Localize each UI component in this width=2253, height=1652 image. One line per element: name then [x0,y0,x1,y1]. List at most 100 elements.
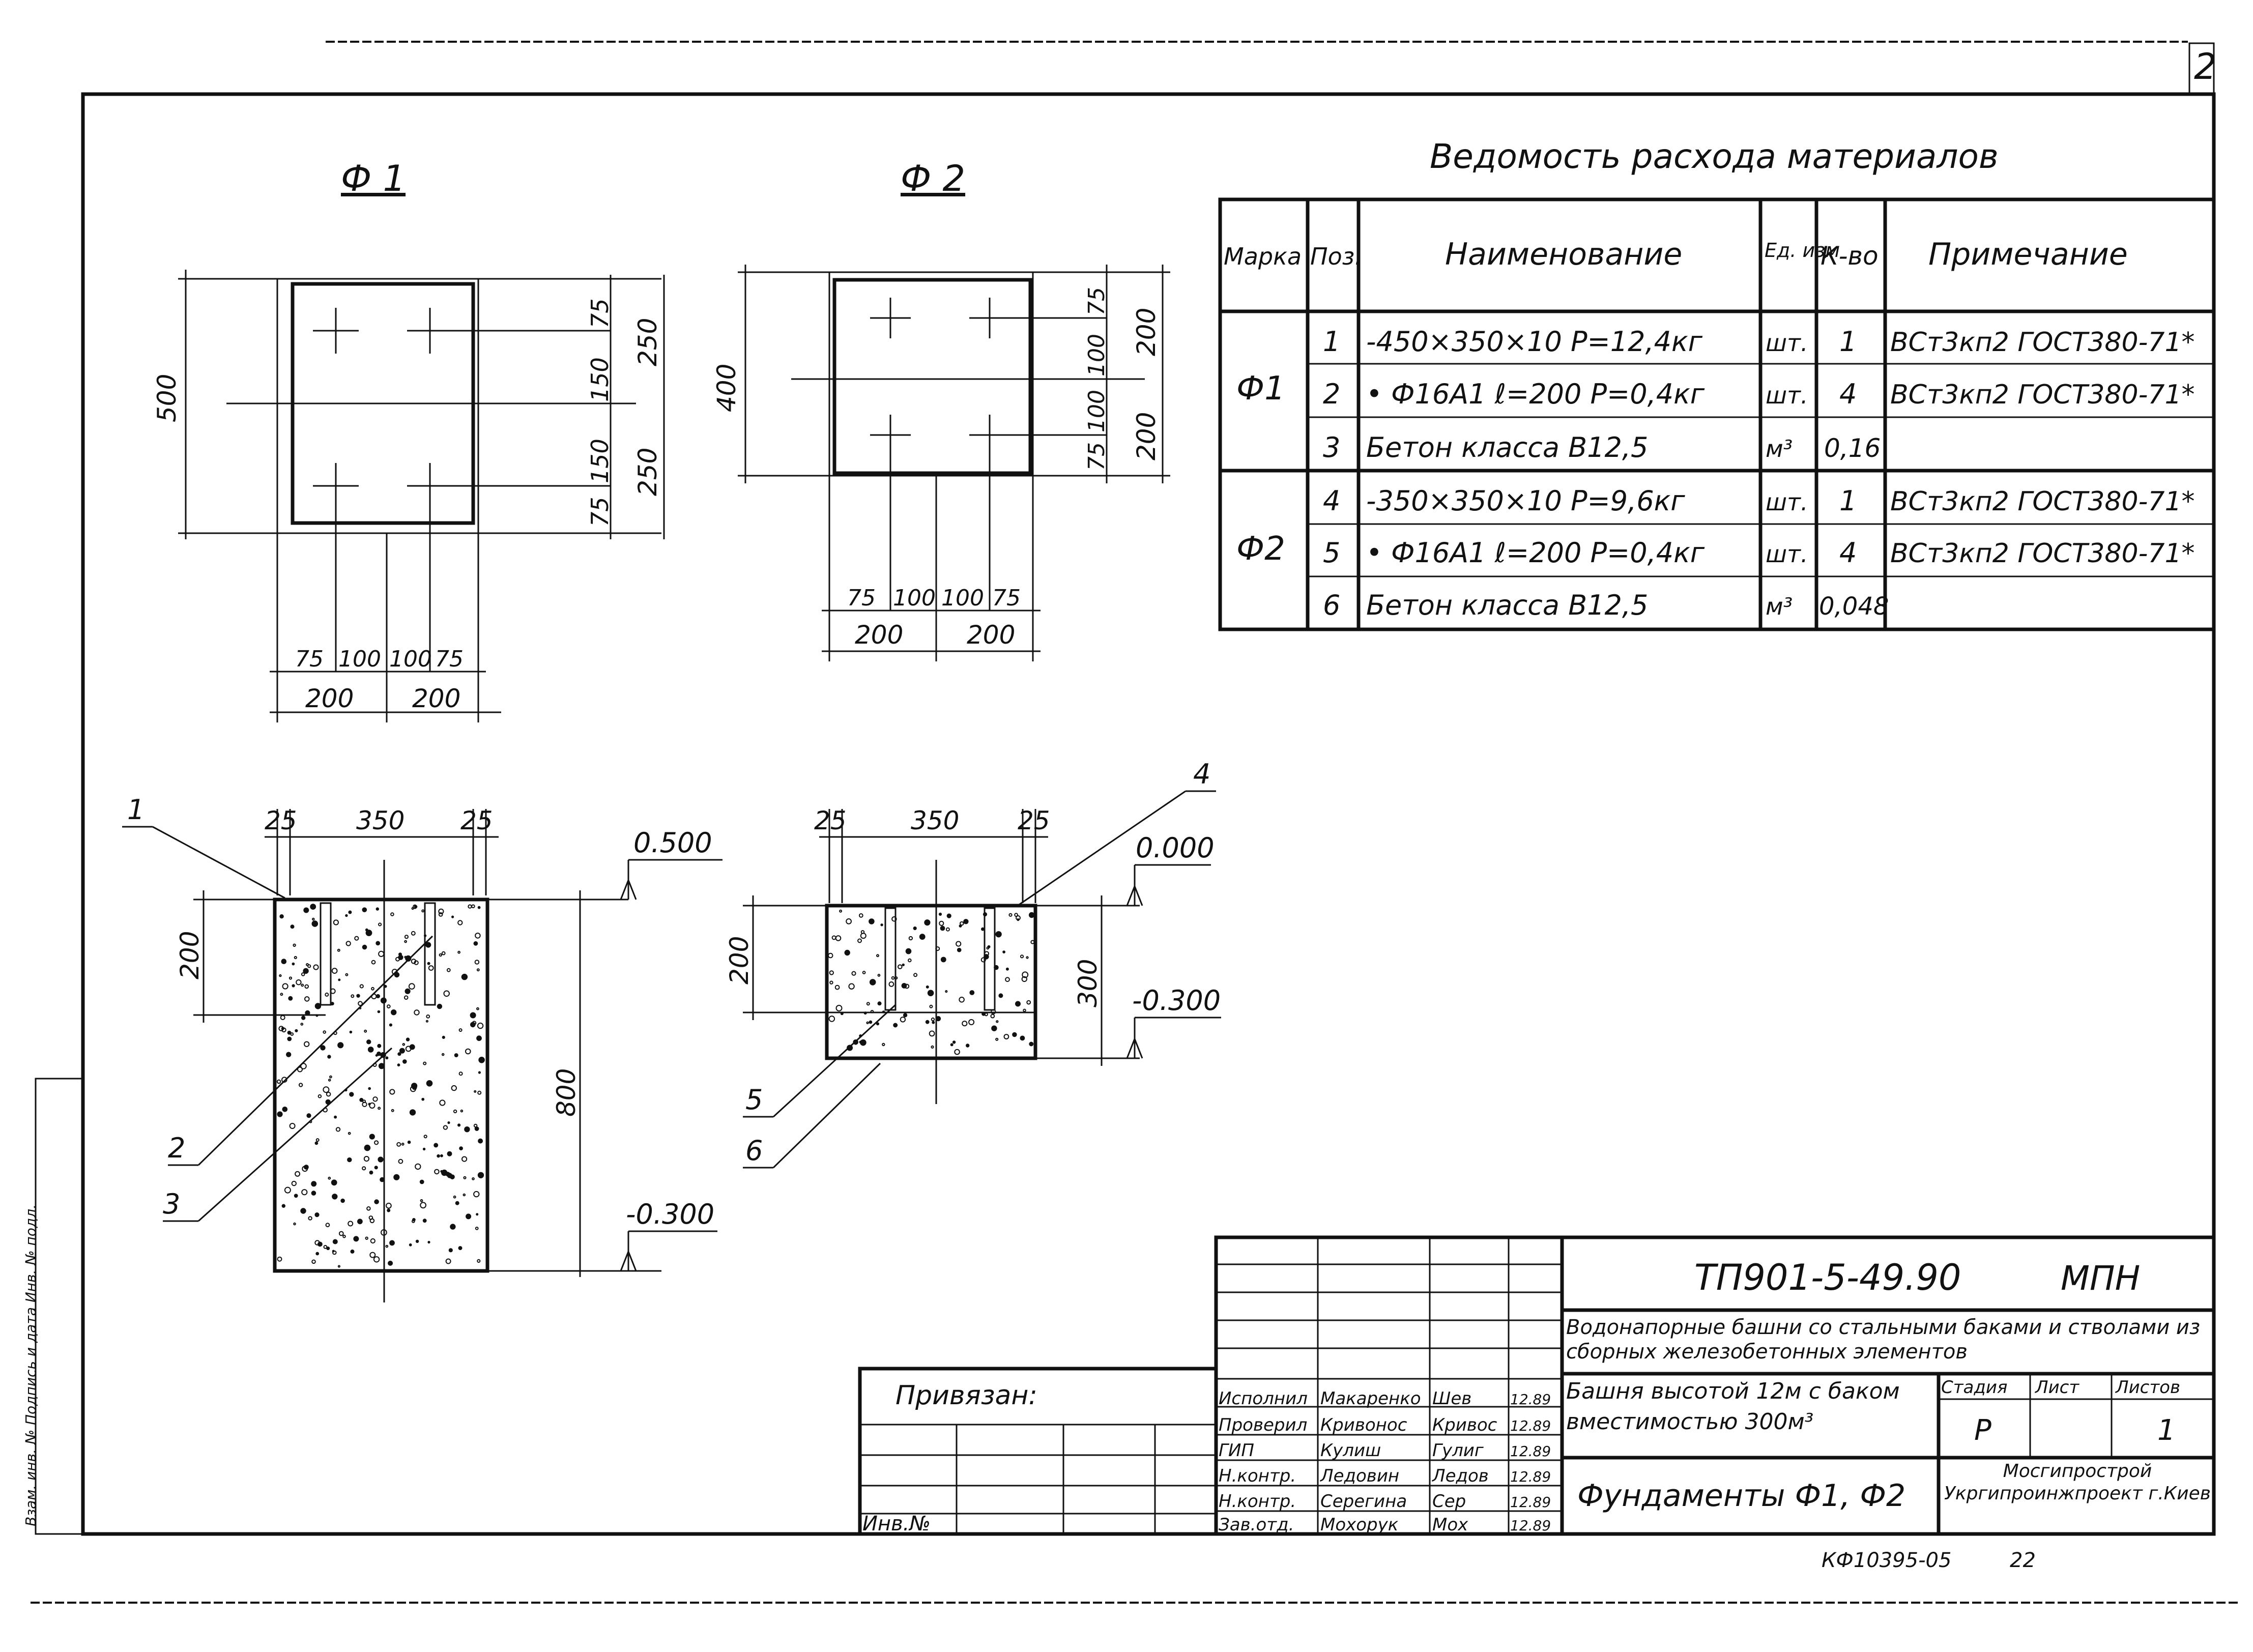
concrete-speckle [945,927,950,932]
concrete-hatching [276,904,1035,1268]
concrete-speckle [314,1240,320,1245]
concrete-speckle [281,1077,287,1083]
concrete-speckle [314,1141,319,1145]
svg-text:шт.: шт. [1766,540,1808,568]
concrete-speckle [860,933,866,939]
concrete-speckle [293,943,296,947]
concrete-speckle [325,992,329,997]
concrete-speckle [367,1047,374,1053]
concrete-speckle [846,918,852,924]
concrete-speckle [323,1086,330,1093]
concrete-speckle [1005,967,1009,971]
concrete-speckle [411,959,417,964]
svg-text:12.89: 12.89 [1510,1417,1551,1434]
table-row: 1 -450×350×10 P=12,4кг шт. 1 ВСт3кп2 ГОС… [1323,326,2195,358]
concrete-speckle [301,983,304,987]
concrete-speckle [421,1097,425,1101]
concrete-speckle [963,919,969,924]
concrete-speckle [411,931,416,936]
concrete-speckle [330,988,336,994]
plan-f1-title: Ф 1 [341,158,406,199]
svg-text:м³: м³ [1766,435,1793,462]
concrete-speckle [312,917,315,921]
svg-text:ВСт3кп2 ГОСТ380-71*: ВСт3кп2 ГОСТ380-71* [1890,538,2195,569]
concrete-speckle [919,934,926,940]
concrete-speckle [313,964,319,970]
concrete-speckle [427,1240,430,1244]
f1-dim-250a: 250 [633,318,662,366]
concrete-speckle [373,1256,380,1263]
concrete-speckle [314,1003,322,1009]
sheet-number: 2 [2194,46,2217,88]
f1-dim-b75b: 75 [435,646,464,672]
f1-dim-250b: 250 [633,448,662,496]
svg-text:25: 25 [265,806,297,835]
concrete-speckle [371,987,374,991]
concrete-speckle [323,1245,328,1249]
concrete-speckle [370,1238,376,1244]
svg-text:Шев: Шев [1432,1388,1471,1409]
concrete-speckle [358,1001,363,1006]
table-row: 5 • Ф16А1 ℓ=200 P=0,4кг шт. 4 ВСт3кп2 ГО… [1323,537,2195,569]
concrete-speckle [279,914,284,919]
concrete-speckle [348,910,352,914]
concrete-speckle [399,1048,405,1054]
concrete-speckle [866,1002,870,1006]
concrete-speckle [296,979,302,986]
sheets-label: Листов [2115,1377,2180,1398]
table-row: 6 Бетон класса В12,5 м³ 0,048 [1323,589,1889,621]
f2-dim-200a: 200 [1132,308,1161,356]
concrete-speckle [349,1030,353,1034]
concrete-speckle [893,1023,898,1028]
concrete-speckle [369,1170,373,1175]
concrete-speckle [477,1090,482,1095]
concrete-speckle [447,1151,452,1156]
concrete-speckle [376,994,381,999]
table-row: 4 -350×350×10 P=9,6кг шт. 1 ВСт3кп2 ГОСТ… [1323,485,2195,517]
f2-dim-75a: 75 [1084,287,1110,315]
svg-text:12.89: 12.89 [1510,1494,1551,1511]
svg-text:Проверил: Проверил [1219,1415,1307,1435]
concrete-speckle [386,1004,391,1008]
concrete-speckle [376,941,381,946]
plan-f1: Ф 1 500 75 150 150 75 250 250 75 [152,158,665,722]
svg-text:-0.300: -0.300 [1132,984,1221,1017]
concrete-speckle [995,1037,999,1041]
concrete-speckle [458,1028,463,1032]
concrete-speckle [351,994,355,998]
svg-text:ВСт3кп2 ГОСТ380-71*: ВСт3кп2 ГОСТ380-71* [1890,327,2195,358]
concrete-speckle [378,1156,384,1163]
concrete-speckle [935,946,940,951]
concrete-speckle [377,1051,381,1056]
concrete-speckle [461,973,468,980]
concrete-speckle [869,918,875,924]
concrete-speckle [350,1249,355,1254]
concrete-speckle [869,979,876,986]
concrete-speckle [457,920,463,925]
svg-text:200: 200 [175,931,205,979]
concrete-speckle [281,1204,285,1208]
concrete-speckle [293,1222,296,1226]
svg-text:ВСт3кп2 ГОСТ380-71*: ВСт3кп2 ГОСТ380-71* [1890,486,2195,517]
concrete-speckle [443,990,450,997]
concrete-speckle [441,1169,448,1176]
concrete-speckle [882,1010,885,1013]
concrete-speckle [362,1166,366,1171]
concrete-speckle [859,1034,862,1037]
concrete-speckle [335,1127,341,1132]
concrete-speckle [284,1186,291,1194]
concrete-speckle [882,1042,885,1047]
concrete-speckle [984,954,989,960]
svg-text:4: 4 [1839,378,1857,410]
sheet-title: Фундаменты Ф1, Ф2 [1577,1478,1905,1514]
concrete-speckle [847,1045,853,1051]
concrete-speckle [950,1043,954,1047]
concrete-speckle [303,907,309,913]
concrete-speckle [960,921,964,926]
concrete-speckle [390,912,394,916]
concrete-speckle [280,1015,285,1020]
concrete-speckle [877,974,881,977]
concrete-speckle [474,960,480,965]
concrete-speckle [314,1212,320,1218]
concrete-speckle [959,997,965,1003]
